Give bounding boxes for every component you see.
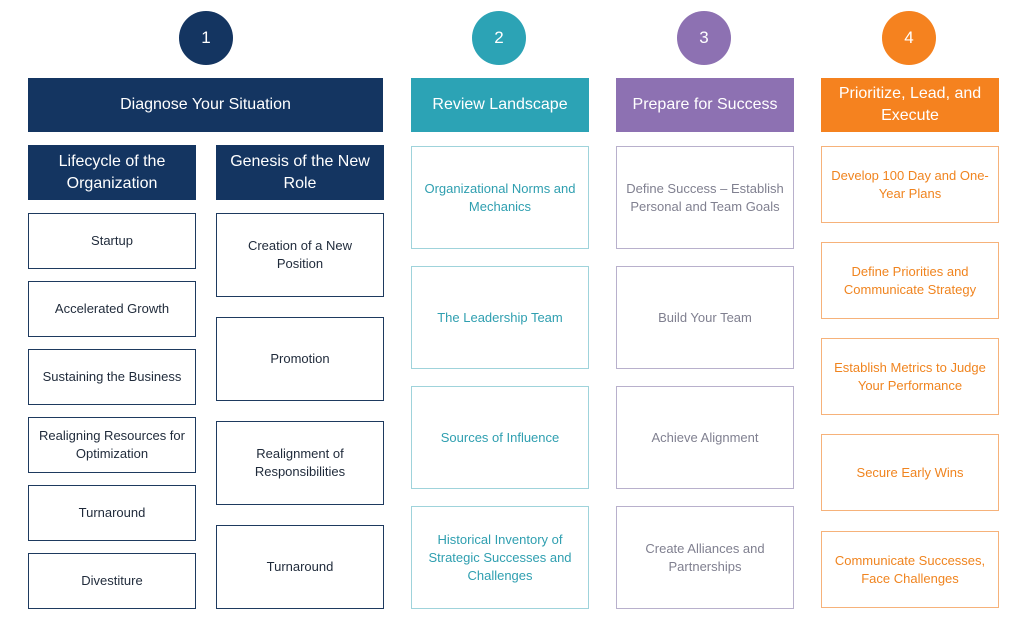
- step-2-header: Review Landscape: [411, 78, 589, 132]
- landscape-item-influence: Sources of Influence: [411, 386, 589, 489]
- execute-item-priorities: Define Priorities and Communicate Strate…: [821, 242, 999, 319]
- step-2-number-badge: 2: [472, 11, 526, 65]
- genesis-item-promotion: Promotion: [216, 317, 384, 401]
- landscape-item-norms: Organizational Norms and Mechanics: [411, 146, 589, 249]
- landscape-item-history: Historical Inventory of Strategic Succes…: [411, 506, 589, 609]
- lifecycle-item-sustaining: Sustaining the Business: [28, 349, 196, 405]
- step-1-header: Diagnose Your Situation: [28, 78, 383, 132]
- genesis-item-realignment: Realignment of Responsibilities: [216, 421, 384, 505]
- lifecycle-subheader: Lifecycle of the Organization: [28, 145, 196, 200]
- lifecycle-item-divestiture: Divestiture: [28, 553, 196, 609]
- genesis-item-turnaround: Turnaround: [216, 525, 384, 609]
- step-4-header: Prioritize, Lead, and Execute: [821, 78, 999, 132]
- step-1-number-badge: 1: [179, 11, 233, 65]
- step-4-number-badge: 4: [882, 11, 936, 65]
- prepare-item-alignment: Achieve Alignment: [616, 386, 794, 489]
- execute-item-communicate: Communicate Successes, Face Challenges: [821, 531, 999, 608]
- execute-item-metrics: Establish Metrics to Judge Your Performa…: [821, 338, 999, 415]
- lifecycle-item-accelerated-growth: Accelerated Growth: [28, 281, 196, 337]
- lifecycle-item-realigning: Realigning Resources for Optimization: [28, 417, 196, 473]
- prepare-item-alliances: Create Alliances and Partnerships: [616, 506, 794, 609]
- execute-item-early-wins: Secure Early Wins: [821, 434, 999, 511]
- step-3-header: Prepare for Success: [616, 78, 794, 132]
- lifecycle-item-turnaround: Turnaround: [28, 485, 196, 541]
- landscape-item-leadership-team: The Leadership Team: [411, 266, 589, 369]
- prepare-item-build-team: Build Your Team: [616, 266, 794, 369]
- prepare-item-define-success: Define Success – Establish Personal and …: [616, 146, 794, 249]
- execute-item-plans: Develop 100 Day and One-Year Plans: [821, 146, 999, 223]
- genesis-subheader: Genesis of the New Role: [216, 145, 384, 200]
- genesis-item-creation: Creation of a New Position: [216, 213, 384, 297]
- lifecycle-item-startup: Startup: [28, 213, 196, 269]
- step-3-number-badge: 3: [677, 11, 731, 65]
